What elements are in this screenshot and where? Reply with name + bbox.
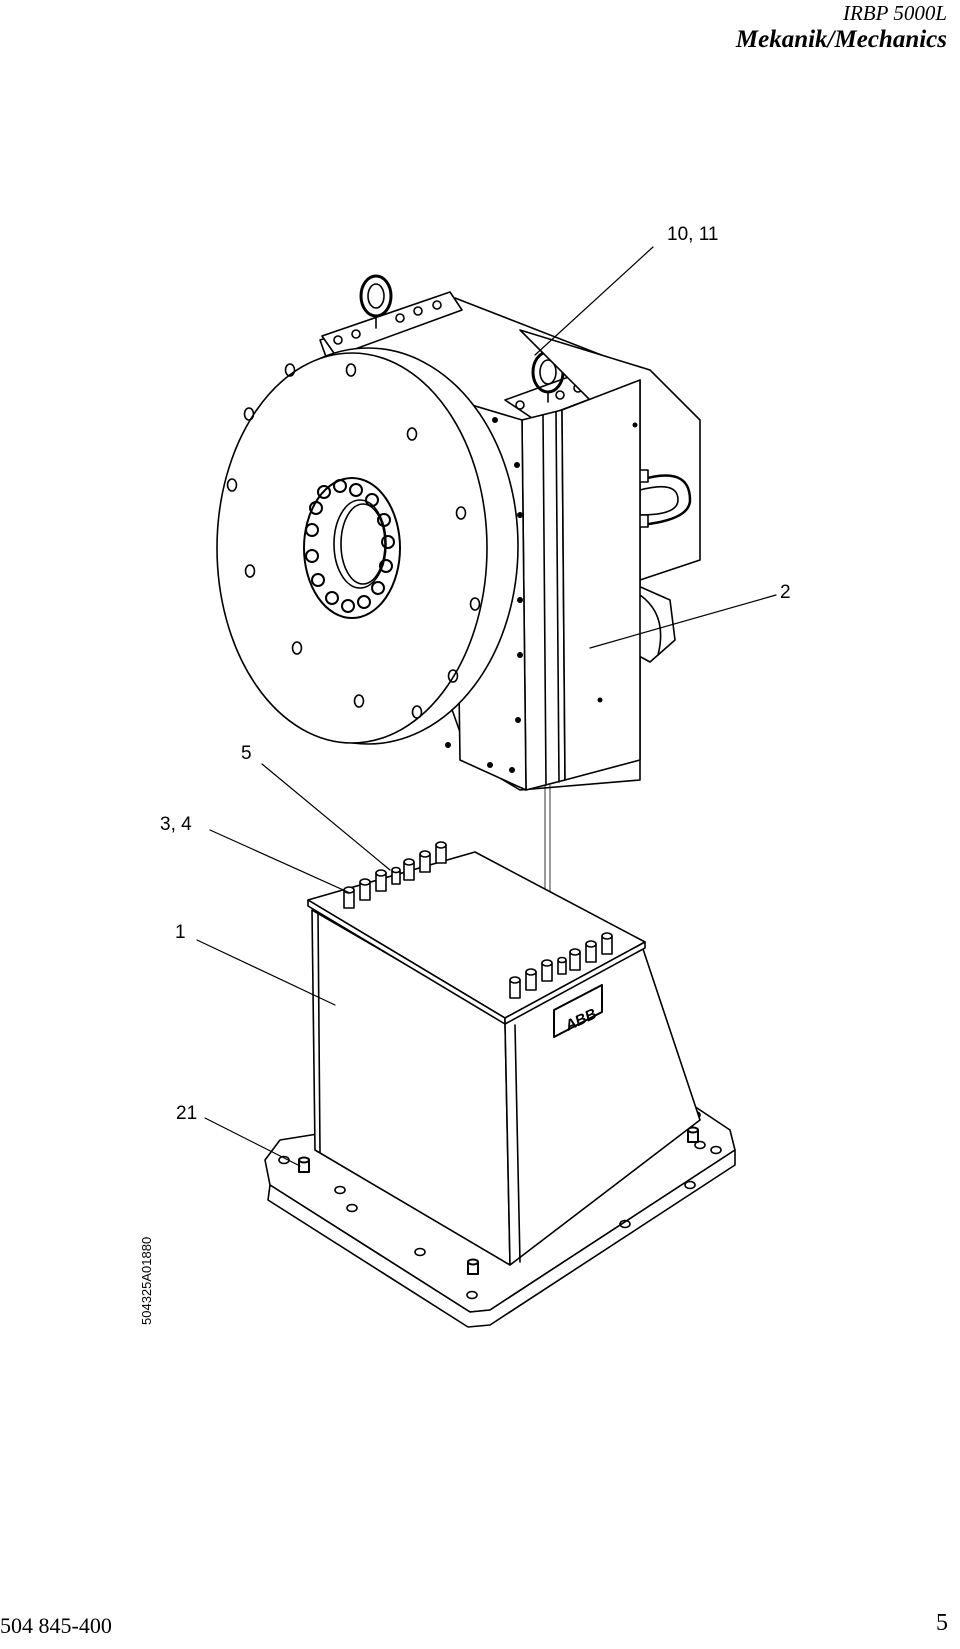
abb-logo [553, 984, 603, 1038]
pins [343, 841, 613, 999]
header-model: IRBP 5000L [842, 1, 947, 25]
callout-2: 2 [780, 582, 791, 603]
callout-1: 1 [175, 922, 186, 943]
callout-10-11: 10, 11 [667, 224, 718, 245]
hub-bolts [305, 479, 395, 613]
footer-document-number: 504 845-400 [0, 1613, 112, 1638]
footer-page-number: 5 [936, 1610, 948, 1636]
faceplate-holes [226, 363, 481, 719]
pedestal: ABB [264, 841, 736, 1328]
header-section-title: Mekanik/Mechanics [735, 26, 947, 53]
callout-5: 5 [241, 743, 252, 764]
callout-3-4: 3, 4 [160, 814, 192, 835]
figure-id: 504325A01880 [139, 1237, 154, 1325]
leader-lines [196, 246, 777, 1167]
callout-21: 21 [176, 1103, 197, 1124]
faceplate-unit [216, 274, 701, 791]
